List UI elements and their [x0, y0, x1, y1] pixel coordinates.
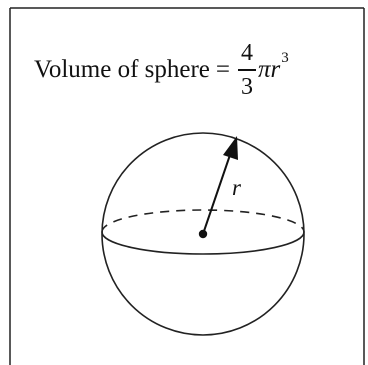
fraction-numerator: 4 — [241, 40, 254, 67]
formula-variable: πr — [258, 56, 281, 83]
volume-formula: Volume of sphere = 4 3 πr 3 — [34, 40, 289, 100]
fraction-bar — [238, 69, 257, 71]
fraction: 4 3 — [238, 40, 257, 100]
equals-sign: = — [215, 56, 231, 83]
equator-back — [101, 209, 305, 233]
fraction-denominator: 3 — [241, 73, 254, 100]
radius-line — [202, 151, 232, 235]
radius-arrowhead — [223, 136, 238, 160]
formula-prefix: Volume of sphere — [34, 56, 210, 83]
equator-front — [101, 231, 305, 255]
radius-label: r — [232, 175, 242, 200]
formula-exponent: 3 — [281, 49, 289, 66]
